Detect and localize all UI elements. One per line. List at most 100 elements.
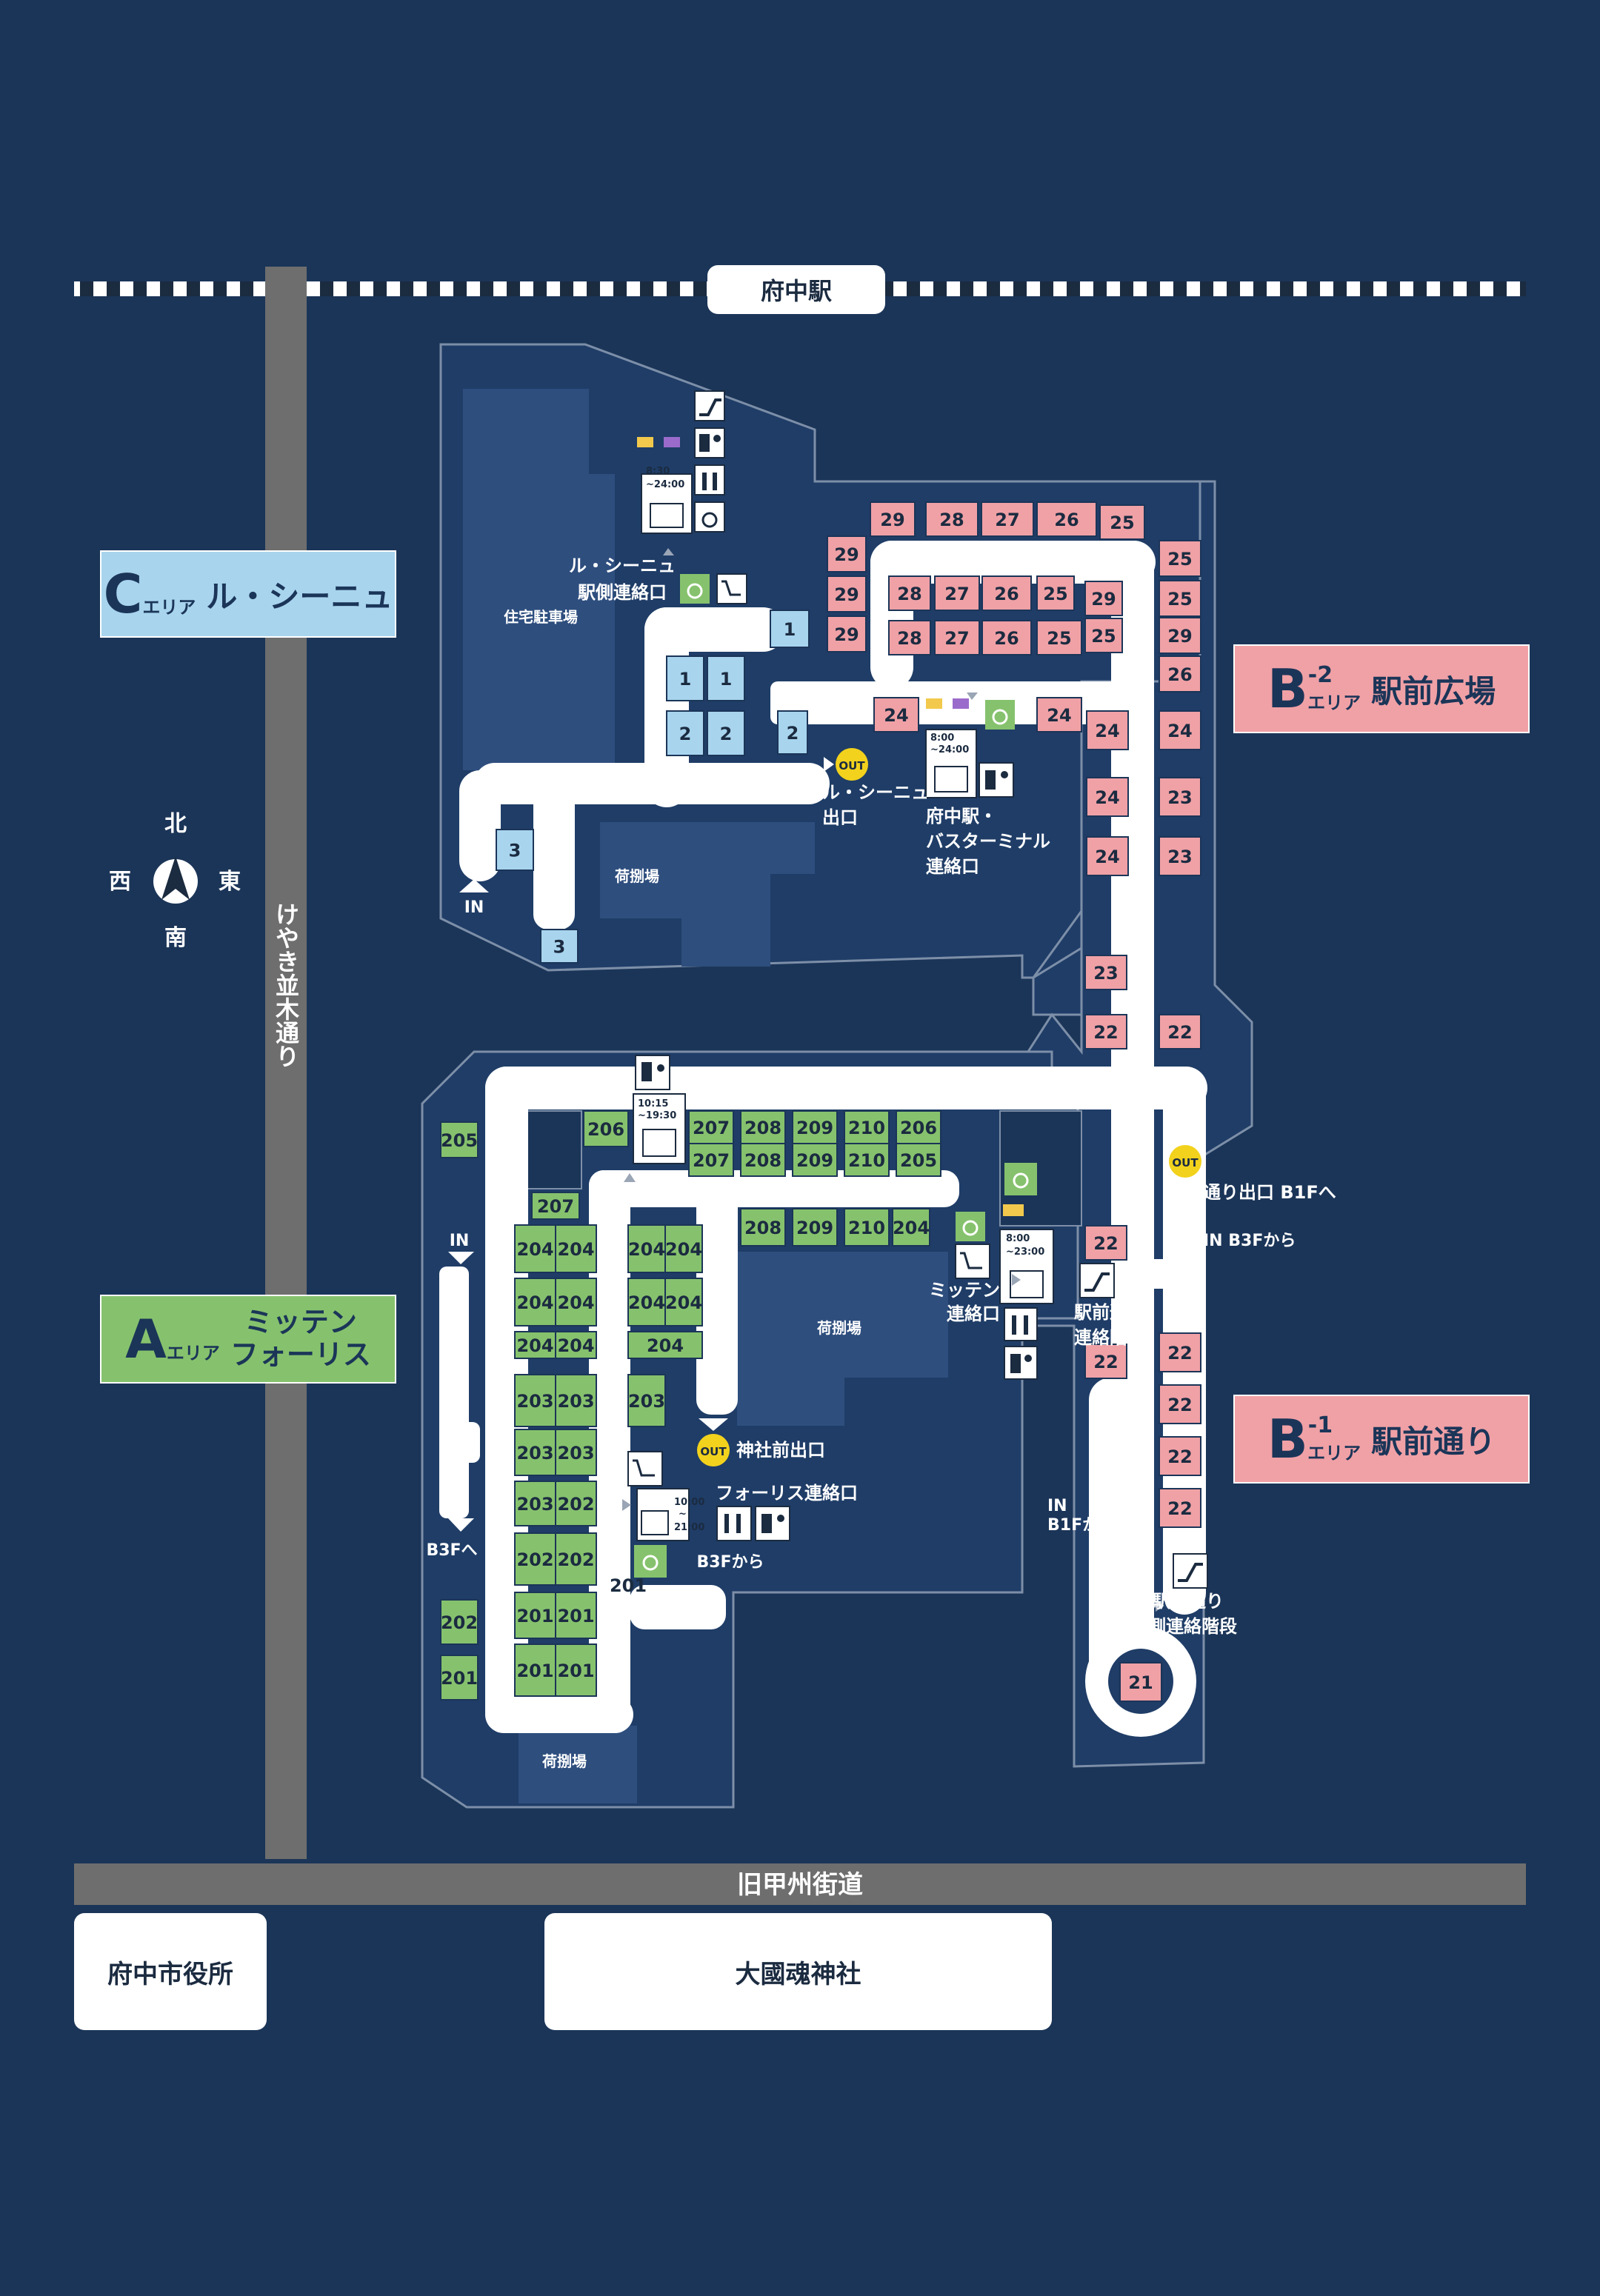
parking-slot[interactable] <box>1159 710 1201 750</box>
parking-slot[interactable] <box>555 1331 597 1359</box>
svg-text:~19:30: ~19:30 <box>638 1110 676 1121</box>
parking-slot[interactable] <box>627 1331 703 1359</box>
parking-slot[interactable] <box>540 929 579 964</box>
parking-slot[interactable] <box>555 1481 597 1526</box>
parking-slot[interactable] <box>627 1374 666 1427</box>
parking-slot[interactable] <box>844 1110 890 1144</box>
parking-slot[interactable] <box>777 710 808 755</box>
a-top-block <box>521 1110 582 1189</box>
parking-slot[interactable] <box>934 575 980 611</box>
parking-slot[interactable] <box>1159 1014 1201 1049</box>
parking-slot[interactable] <box>873 697 919 732</box>
parking-slot[interactable] <box>707 655 745 701</box>
parking-slot[interactable] <box>555 1643 597 1697</box>
area-a-panel[interactable]: A エリア ミッテン フォーリス <box>100 1295 396 1384</box>
cart-icon <box>716 573 747 604</box>
parking-slot[interactable] <box>1036 501 1097 537</box>
parking-slot[interactable] <box>1084 1344 1127 1379</box>
parking-slot[interactable] <box>1159 777 1201 817</box>
parking-slot[interactable] <box>1159 1488 1201 1528</box>
parking-slot[interactable] <box>583 1110 629 1147</box>
parking-slot[interactable] <box>1084 955 1127 990</box>
parking-slot[interactable] <box>514 1592 556 1639</box>
svg-text:駅側連絡口: 駅側連絡口 <box>578 582 667 603</box>
parking-slot[interactable] <box>555 1224 597 1273</box>
parking-slot[interactable] <box>555 1278 597 1326</box>
parking-slot[interactable] <box>844 1208 890 1247</box>
parking-slot[interactable] <box>688 1110 734 1144</box>
city-hall-box[interactable]: 府中市役所 <box>74 1913 267 2030</box>
parking-slot[interactable] <box>981 501 1034 537</box>
parking-slot[interactable] <box>740 1110 786 1144</box>
parking-slot[interactable] <box>896 1110 941 1144</box>
parking-slot[interactable] <box>514 1224 556 1273</box>
parking-slot[interactable] <box>870 501 916 537</box>
parking-slot[interactable] <box>925 501 979 537</box>
area-b2-panel[interactable]: B -2 エリア 駅前広場 <box>1233 644 1530 733</box>
parking-slot[interactable] <box>514 1278 556 1326</box>
parking-slot[interactable] <box>555 1374 597 1427</box>
parking-slot[interactable] <box>827 615 867 653</box>
parking-slot[interactable] <box>555 1532 597 1586</box>
parking-slot[interactable] <box>1036 697 1082 732</box>
parking-slot[interactable] <box>740 1143 786 1177</box>
parking-slot[interactable] <box>440 1599 479 1645</box>
parking-slot[interactable] <box>934 620 980 655</box>
parking-slot[interactable] <box>707 710 745 756</box>
parking-slot[interactable] <box>1084 618 1123 653</box>
parking-slot[interactable] <box>740 1208 786 1247</box>
parking-slot[interactable] <box>1159 540 1201 577</box>
parking-slot[interactable] <box>770 610 810 648</box>
area-c-panel[interactable]: C エリア ル・シーニュ <box>100 550 396 638</box>
parking-slot[interactable] <box>1036 620 1082 655</box>
parking-slot[interactable] <box>664 1278 703 1326</box>
parking-slot[interactable] <box>1159 655 1201 693</box>
parking-slot[interactable] <box>1086 710 1129 750</box>
parking-slot[interactable] <box>555 1592 597 1639</box>
parking-slot[interactable] <box>1159 1332 1201 1372</box>
parking-slot[interactable] <box>440 1655 479 1701</box>
parking-slot[interactable] <box>1159 580 1201 617</box>
parking-slot[interactable] <box>981 620 1032 655</box>
parking-slot[interactable] <box>1084 581 1123 616</box>
parking-slot[interactable] <box>827 575 867 613</box>
parking-slot[interactable] <box>531 1192 580 1220</box>
parking-slot[interactable] <box>1084 1225 1127 1261</box>
parking-slot[interactable] <box>688 1143 734 1177</box>
parking-slot[interactable] <box>514 1643 556 1697</box>
parking-slot[interactable] <box>1119 1662 1162 1702</box>
parking-slot[interactable] <box>555 1429 597 1476</box>
parking-slot[interactable] <box>514 1374 556 1427</box>
parking-slot[interactable] <box>892 1208 930 1247</box>
parking-slot[interactable] <box>664 1224 703 1273</box>
direction-arrows <box>448 548 1200 1612</box>
parking-slot[interactable] <box>896 1143 941 1177</box>
parking-slot[interactable] <box>981 575 1032 611</box>
parking-slot-label: 22 <box>1167 1343 1192 1364</box>
parking-slot[interactable] <box>440 1121 479 1158</box>
parking-slot[interactable] <box>888 620 931 655</box>
parking-slot[interactable] <box>1036 575 1075 611</box>
parking-slot[interactable] <box>1086 836 1129 876</box>
area-b1-panel[interactable]: B -1 エリア 駅前通り <box>1233 1395 1530 1484</box>
parking-slot[interactable] <box>1159 1384 1201 1424</box>
parking-slot[interactable] <box>1086 777 1129 817</box>
parking-slot[interactable] <box>1159 836 1201 876</box>
parking-slot[interactable] <box>1099 504 1145 540</box>
parking-slot[interactable] <box>1159 617 1201 654</box>
parking-slot[interactable] <box>792 1208 838 1247</box>
parking-slot[interactable] <box>514 1481 556 1526</box>
parking-slot[interactable] <box>792 1143 838 1177</box>
parking-slot[interactable] <box>496 829 534 871</box>
parking-slot[interactable] <box>1084 1014 1127 1049</box>
svg-text:南側連絡階段: 南側連絡階段 <box>1130 1616 1237 1637</box>
station-box[interactable] <box>707 265 885 314</box>
parking-slot[interactable] <box>827 535 867 573</box>
parking-slot[interactable] <box>844 1143 890 1177</box>
parking-slot[interactable] <box>1159 1436 1201 1476</box>
parking-slot[interactable] <box>666 710 704 756</box>
shrine-box[interactable]: 大國魂神社 <box>544 1913 1052 2030</box>
parking-slot[interactable] <box>888 575 931 611</box>
parking-slot[interactable] <box>666 655 704 701</box>
parking-slot[interactable] <box>627 1224 666 1273</box>
